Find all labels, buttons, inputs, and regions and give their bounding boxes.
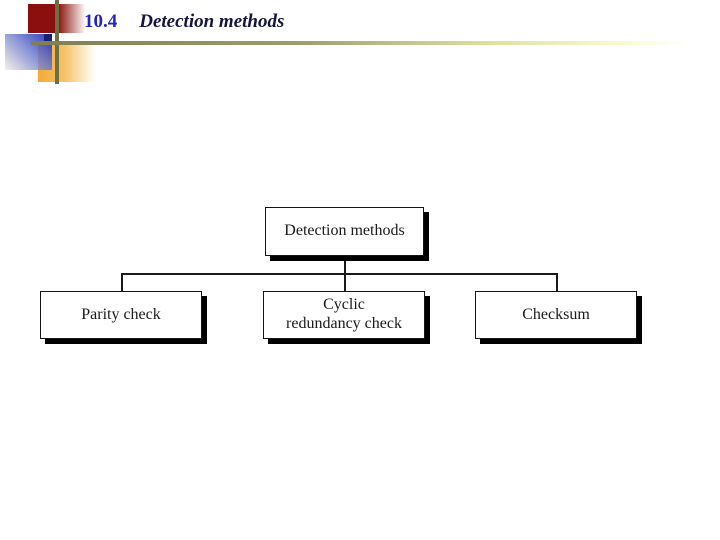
- diagram-node-checksum: Checksum: [475, 291, 637, 339]
- page-title: Detection methods: [139, 11, 285, 32]
- connector-horizontal-bar: [121, 273, 558, 275]
- decoration-navy-square: [44, 34, 52, 42]
- node-label-line2: redundancy check: [286, 315, 402, 332]
- connector-drop-crc: [344, 273, 346, 292]
- diagram-node-parity-check: Parity check: [40, 291, 202, 339]
- decoration-red-square: [28, 4, 58, 33]
- section-number: 10.4: [84, 11, 118, 32]
- node-label: Detection methods: [284, 222, 405, 240]
- diagram-node-cyclic-redundancy-check: Cyclic redundancy check: [263, 291, 425, 339]
- node-label: Checksum: [522, 305, 590, 323]
- decoration-red-fade-band: [59, 4, 87, 33]
- node-label-line1: Cyclic: [323, 296, 365, 314]
- connector-drop-parity: [121, 273, 123, 292]
- slide-header: 10.4 Detection methods: [84, 11, 284, 33]
- decoration-horizontal-rule: [31, 41, 689, 45]
- diagram-node-detection-methods: Detection methods: [265, 207, 424, 256]
- node-label: Parity check: [81, 305, 161, 323]
- connector-drop-checksum: [556, 273, 558, 292]
- connector-root-stub: [344, 256, 346, 274]
